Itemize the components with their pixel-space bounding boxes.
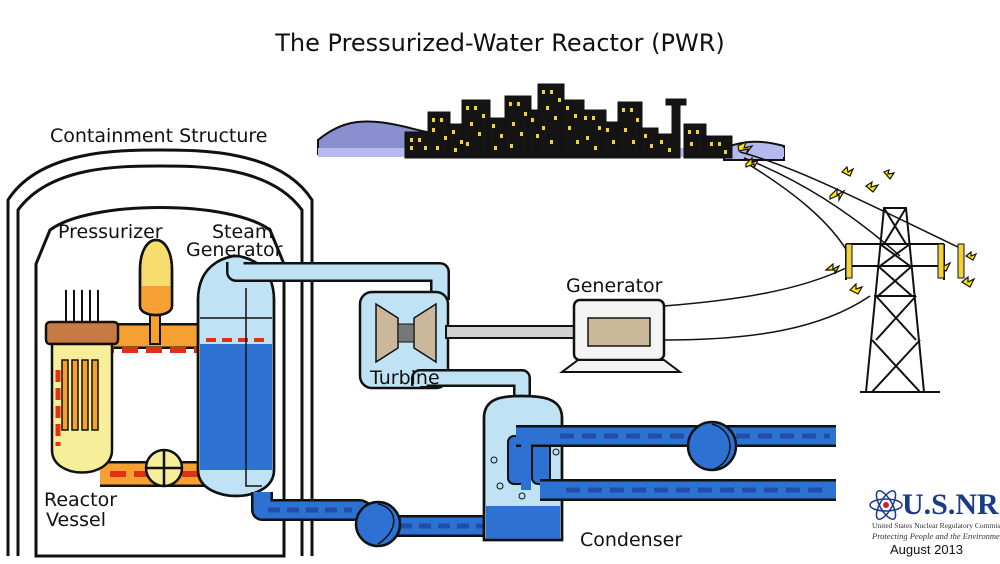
label-reactor-line2: Vessel [46, 509, 106, 531]
reactor-vessel [44, 290, 120, 474]
cooling-pump [686, 420, 738, 472]
sg-outlet-edge [245, 288, 262, 487]
label-generator: Generator [566, 275, 663, 297]
label-steam-generator-line2: Generator [186, 239, 283, 261]
primary-pump [144, 448, 184, 488]
feedwater-pump [354, 500, 402, 548]
steam-generator [196, 254, 276, 498]
nrc-agency-name: United States Nuclear Regulatory Commiss… [872, 521, 1000, 530]
label-containment: Containment Structure [50, 125, 267, 147]
cooling-water-lines [516, 425, 836, 501]
label-steam-generator-line1: Steam [212, 221, 273, 243]
label-turbine: Turbine [369, 367, 440, 389]
fuel-rods [61, 359, 99, 431]
nrc-atom-icon [869, 490, 903, 520]
label-reactor-line1: Reactor [44, 489, 117, 511]
generator [559, 298, 683, 373]
turbine-shaft [445, 325, 587, 339]
turbine-exhaust [411, 369, 531, 404]
nrc-wordmark: U.S.NRC [902, 488, 1000, 521]
nrc-tagline: Protecting People and the Environment [871, 531, 1000, 541]
label-condenser: Condenser [580, 529, 682, 551]
diagram-date: August 2013 [890, 542, 963, 557]
transmission-lines [663, 151, 961, 341]
label-pressurizer: Pressurizer [58, 221, 163, 243]
windows [410, 90, 727, 154]
turbine [358, 290, 450, 390]
steam-line [226, 262, 450, 300]
city-skyline [317, 83, 785, 161]
nrc-logo: U.S.NRC United States Nuclear Regulatory… [869, 488, 1000, 557]
buildings [404, 83, 733, 159]
transmission-tower [845, 207, 945, 393]
insulators [845, 243, 965, 279]
pressurizer [138, 238, 174, 345]
diagram-title: The Pressurized-Water Reactor (PWR) [274, 29, 725, 57]
